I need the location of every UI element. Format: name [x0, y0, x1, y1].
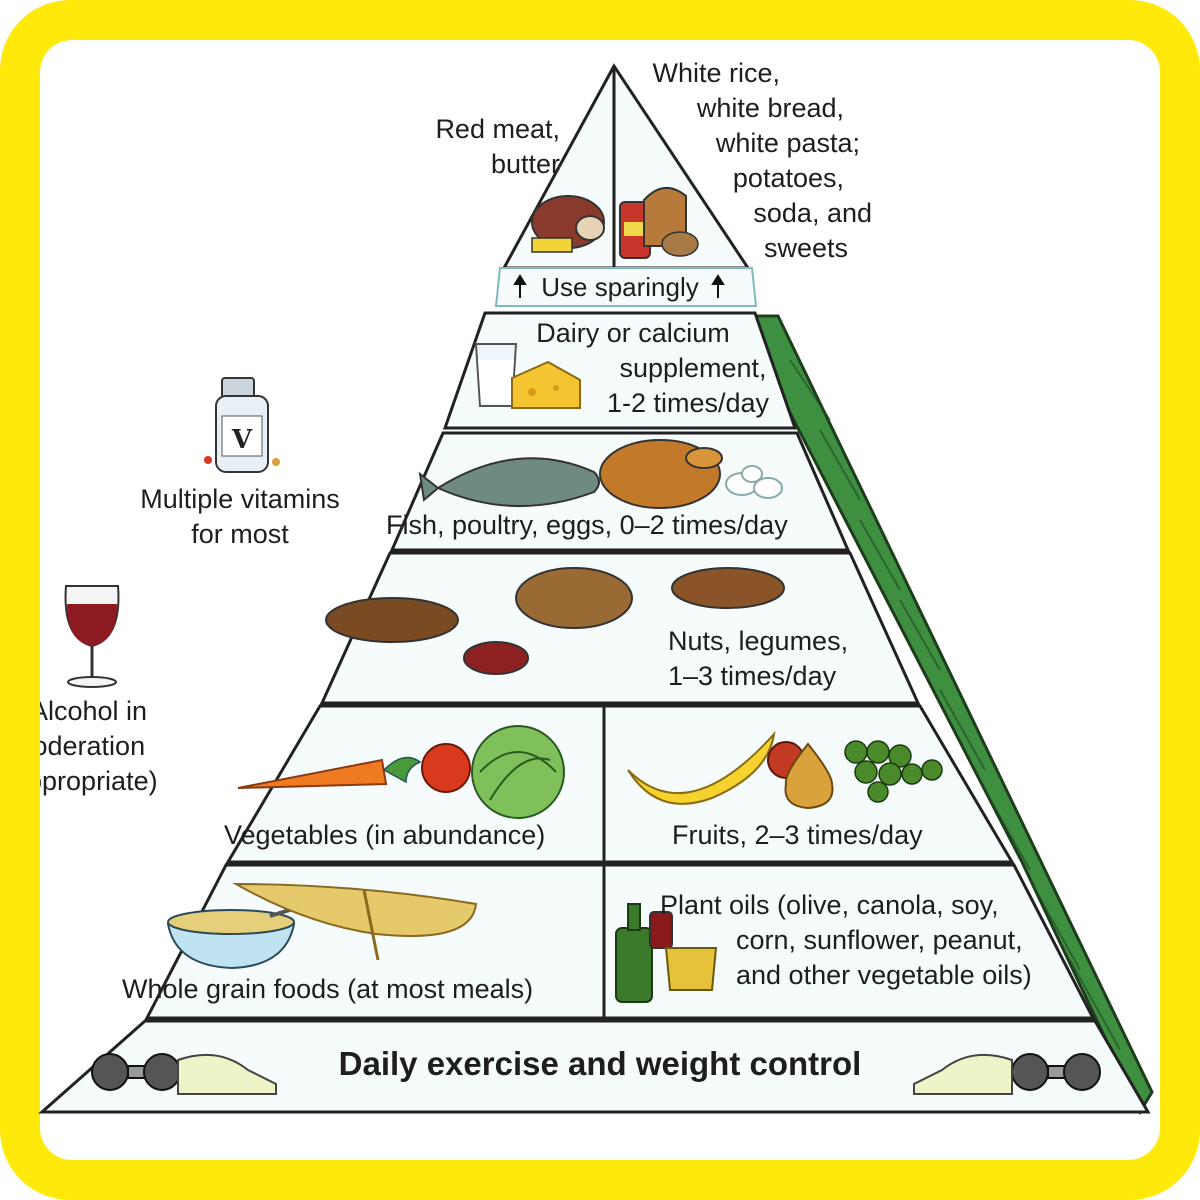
label-line: Red meat,: [435, 114, 560, 144]
dumbbell-icon: [91, 1053, 1101, 1091]
label-line: supplement,: [619, 353, 767, 383]
banana-icon: [627, 730, 776, 805]
label-vitamins: Multiple vitamins for most: [100, 482, 380, 552]
label-line: Alcohol in: [40, 696, 148, 726]
alcohol-label-clip: Alcohol in moderation (if appropriate): [40, 690, 210, 810]
label-alcohol: Alcohol in moderation (if appropriate): [40, 694, 158, 799]
label-nuts: Nuts, legumes, 1–3 times/day: [668, 624, 848, 694]
label-line: butter: [490, 149, 560, 179]
tier-plants: [225, 704, 1015, 864]
label-line: Multiple vitamins: [140, 484, 340, 514]
label-line: and other vegetable oils): [736, 960, 1032, 990]
meat-icon: [531, 195, 605, 253]
cabbage-icon: [471, 725, 565, 819]
label-line: 1-2 times/day: [606, 388, 770, 418]
milk-glass-icon: [474, 343, 518, 407]
pear-icon: [767, 741, 834, 810]
tomato-icon: [421, 743, 471, 793]
label-line: white bread,: [696, 93, 844, 123]
up-arrow-icon: [513, 274, 725, 298]
label-line: Nuts, legumes,: [668, 626, 849, 656]
label-use-sparingly: Use sparingly: [541, 272, 699, 302]
chicken-icon: [599, 439, 723, 509]
label-grains: Whole grain foods (at most meals): [122, 974, 534, 1004]
label-line: corn, sunflower, peanut,: [736, 925, 1023, 955]
oil-bottle-icon: [615, 903, 718, 1003]
label-line: Dairy or calcium: [536, 318, 730, 348]
carrot-icon: [237, 756, 422, 789]
label-line: Plant oils (olive, canola, soy,: [660, 890, 999, 920]
label-vegetables: Vegetables (in abundance): [224, 820, 546, 850]
label-line: sweets: [763, 233, 848, 263]
label-line: white pasta;: [715, 128, 860, 158]
label-line: for most: [191, 519, 289, 549]
label-line: moderation: [40, 731, 146, 761]
vitamin-letter: V: [231, 425, 253, 455]
bread-soda-icon: [619, 187, 699, 259]
label-protein: Fish, poultry, eggs, 0–2 times/day: [386, 510, 788, 540]
label-exercise: Daily exercise and weight control: [338, 1045, 862, 1082]
sneaker-icon: [177, 1053, 1013, 1095]
label-line: White rice,: [652, 58, 780, 88]
side-face-hatching: [789, 359, 1121, 1051]
grapes-icon: [844, 740, 943, 803]
label-line: soda, and: [753, 198, 872, 228]
wheat-icon: [232, 882, 478, 961]
label-refined-carbs: White rice, white bread, white pasta; po…: [640, 56, 872, 266]
label-line: 1–3 times/day: [668, 661, 837, 691]
label-dairy: Dairy or calcium supplement, 1-2 times/d…: [516, 316, 780, 421]
tier-base: [38, 1019, 1151, 1114]
eggs-icon: [725, 465, 783, 499]
nuts-icon: [325, 567, 785, 675]
vitamin-bottle-icon: V: [204, 377, 280, 473]
label-line: potatoes,: [732, 163, 844, 193]
label-plant-oils: Plant oils (olive, canola, soy, corn, su…: [660, 888, 1032, 993]
fish-icon: [418, 457, 600, 508]
label-line: (if appropriate): [40, 766, 158, 796]
cheese-icon: [511, 360, 581, 409]
label-fruits: Fruits, 2–3 times/day: [672, 820, 923, 850]
label-red-meat-butter: Red meat, butter: [400, 112, 560, 182]
wine-glass-icon: [64, 585, 120, 688]
top-base-strip: [494, 267, 758, 307]
